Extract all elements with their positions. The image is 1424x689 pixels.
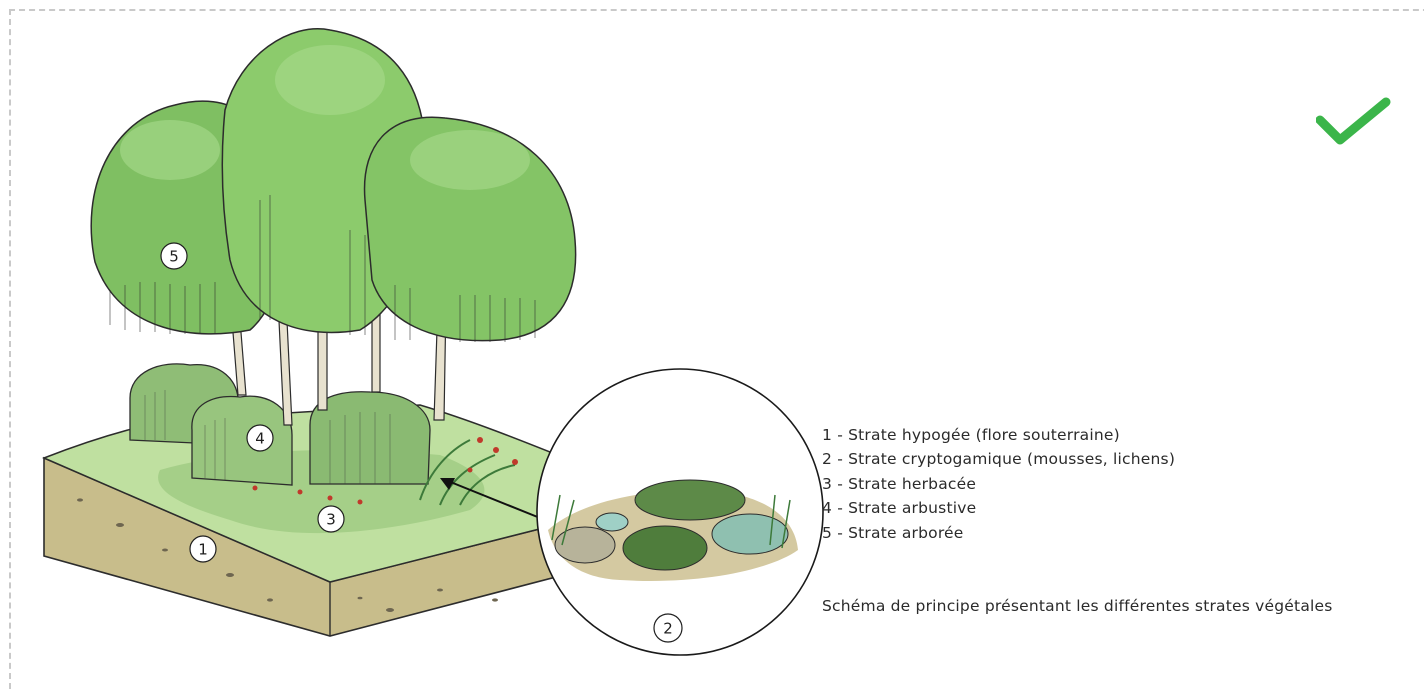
svg-text:4: 4	[255, 430, 265, 448]
svg-text:2: 2	[663, 620, 673, 638]
svg-text:5: 5	[169, 248, 179, 266]
svg-text:1: 1	[198, 541, 208, 559]
legend-item-3: 3 - Strate herbacée	[822, 474, 977, 493]
marker-2: 2	[653, 613, 683, 643]
marker-1: 1	[189, 535, 217, 563]
legend-item-1: 1 - Strate hypogée (flore souterraine)	[822, 426, 1120, 444]
strata-legend: 1 - Strate hypogée (flore souterraine) 2…	[822, 423, 1175, 545]
dashed-frame	[9, 9, 1424, 689]
legend-item-2: 2 - Strate cryptogamique (mousses, liche…	[822, 450, 1176, 469]
caption: Schéma de principe présentant les différ…	[822, 597, 1333, 615]
marker-3: 3	[317, 505, 345, 533]
svg-text:3: 3	[326, 511, 336, 529]
legend-item-5: 5 - Strate arborée	[822, 523, 964, 542]
herbaceous-plants	[252, 437, 518, 506]
checkmark-icon	[1316, 97, 1391, 145]
zoom-arrow	[440, 478, 551, 523]
marker-5: 5	[160, 242, 188, 270]
legend-item-4: 4 - Strate arbustive	[822, 499, 977, 518]
shrubs	[129, 363, 431, 486]
vegetation-strata-illustration: 1 2 3 4 5	[42, 28, 824, 656]
marker-4: 4	[246, 424, 274, 452]
zoom-circle	[536, 368, 824, 656]
